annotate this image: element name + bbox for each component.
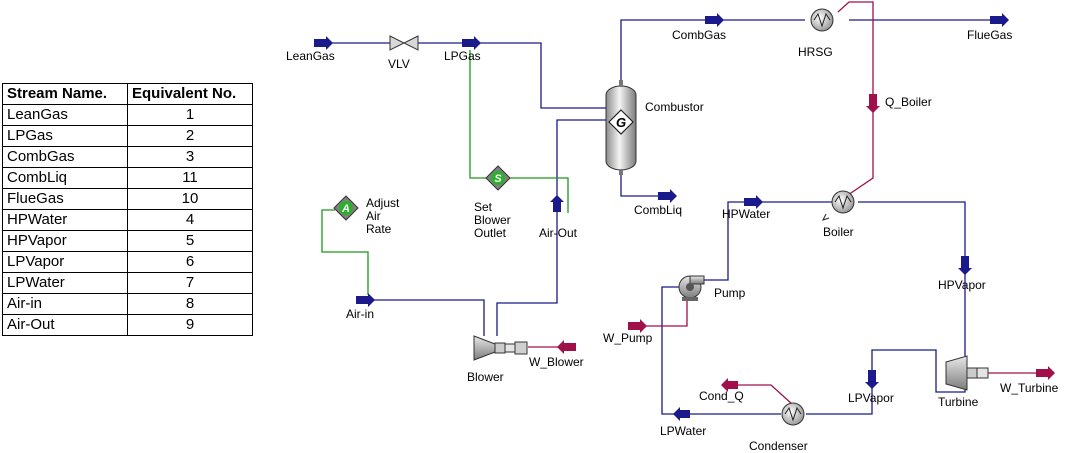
- label-fluegas: FlueGas: [967, 28, 1012, 42]
- label-set-line3: Outlet: [474, 226, 507, 240]
- table-cell-stream: HPWater: [2, 209, 128, 231]
- set-symbol: S: [494, 173, 502, 185]
- pump[interactable]: [678, 275, 705, 301]
- label-combgas: CombGas: [672, 28, 726, 42]
- arrow-icon-combgas: [705, 13, 724, 27]
- table-header-stream-name: Stream Name.: [2, 83, 128, 105]
- table-cell-stream: Air-Out: [2, 314, 128, 336]
- arrow-icon-cond-q: [721, 378, 738, 392]
- label-w-turbine: W_Turbine: [1000, 381, 1059, 395]
- label-set-line1: Set: [474, 200, 493, 214]
- label-set-line2: Blower: [474, 213, 511, 227]
- logic-line-set-from-lpgas: [469, 50, 486, 179]
- arrow-icon-lpvapor: [865, 370, 879, 389]
- stream-line-cond-q[interactable]: [728, 384, 793, 405]
- label-turbine: Turbine: [938, 395, 979, 409]
- logic-line-adjust-to-air-in: [321, 209, 369, 295]
- valve-vlv[interactable]: [389, 35, 419, 51]
- compressor-blower[interactable]: [473, 335, 528, 361]
- arrow-icon-air-out: [550, 195, 564, 212]
- label-hrsg: HRSG: [798, 45, 833, 59]
- arrow-icon-w-pump: [628, 319, 647, 333]
- heat-exchanger-boiler[interactable]: [822, 190, 855, 221]
- arrow-icon-lpgas: [462, 36, 481, 50]
- label-condenser: Condenser: [749, 439, 808, 453]
- label-hpwater: HPWater: [722, 207, 770, 221]
- label-w-pump: W_Pump: [603, 331, 653, 345]
- table-cell-stream: CombLiq: [2, 167, 128, 189]
- arrow-icon-w-turbine: [1036, 366, 1055, 380]
- label-cond-q: Cond_Q: [699, 389, 744, 403]
- label-lpgas: LPGas: [444, 49, 481, 63]
- arrow-icon-w-blower: [557, 340, 576, 354]
- expander-turbine[interactable]: [945, 355, 989, 391]
- arrow-icon-air-in: [356, 293, 375, 307]
- stream-line-combliq[interactable]: [620, 166, 676, 197]
- stream-line-lpvapor[interactable]: [806, 349, 966, 415]
- logic-set-block[interactable]: S: [485, 165, 511, 191]
- table-cell-stream: FlueGas: [2, 188, 128, 210]
- label-q-boiler: Q_Boiler: [885, 95, 932, 109]
- combustor-symbol: G: [616, 115, 626, 130]
- arrow-icon-leangas: [314, 36, 333, 50]
- label-combliq: CombLiq: [634, 203, 682, 217]
- table-cell-stream: HPVapor: [2, 230, 128, 252]
- arrow-icon-lpwater: [673, 407, 690, 421]
- stream-line-q-boiler[interactable]: [837, 1, 874, 196]
- stream-line-air-out[interactable]: [496, 119, 606, 336]
- label-w-blower: W_Blower: [529, 355, 584, 369]
- label-air-in: Air-in: [346, 307, 374, 321]
- label-lpwater: LPWater: [660, 424, 706, 438]
- stream-line-w-pump[interactable]: [630, 300, 688, 327]
- logic-adjust-block[interactable]: A: [333, 195, 359, 221]
- label-adjust-line2: Air: [366, 209, 381, 223]
- arrow-icon-q-boiler: [866, 94, 880, 113]
- stream-line-hpwater[interactable]: [700, 201, 835, 281]
- arrow-icon-hpwater: [744, 195, 763, 209]
- heat-exchanger-hrsg[interactable]: [810, 8, 834, 32]
- label-leangas: LeanGas: [286, 49, 335, 63]
- label-adjust-line3: Rate: [366, 222, 392, 236]
- label-vlv: VLV: [388, 57, 410, 71]
- arrow-icon-fluegas: [990, 13, 1009, 27]
- label-boiler: Boiler: [823, 225, 854, 239]
- stream-line-combgas[interactable]: [620, 19, 805, 92]
- heat-exchanger-condenser[interactable]: [781, 402, 805, 426]
- stream-line-air-in[interactable]: [357, 299, 485, 336]
- table-cell-number: 9: [127, 314, 253, 336]
- label-adjust-line1: Adjust: [366, 196, 400, 210]
- label-combustor: Combustor: [645, 100, 704, 114]
- logic-line-set-to-air-out: [510, 177, 569, 213]
- arrow-icon-combliq: [658, 189, 677, 203]
- stream-line-lpwater[interactable]: [661, 286, 781, 415]
- stream-line-hpvapor[interactable]: [858, 201, 966, 356]
- arrow-icon-hpvapor: [958, 256, 972, 275]
- label-air-out: Air-Out: [539, 226, 578, 240]
- label-hpvapor: HPVapor: [938, 278, 986, 292]
- adjust-symbol: A: [341, 203, 350, 215]
- vessel-combustor[interactable]: [605, 80, 637, 175]
- label-blower: Blower: [467, 370, 504, 384]
- label-lpvapor: LPVapor: [848, 391, 894, 405]
- table-cell-stream: LPVapor: [2, 251, 128, 273]
- label-pump: Pump: [714, 286, 746, 300]
- combustor-g-icon: [608, 109, 634, 135]
